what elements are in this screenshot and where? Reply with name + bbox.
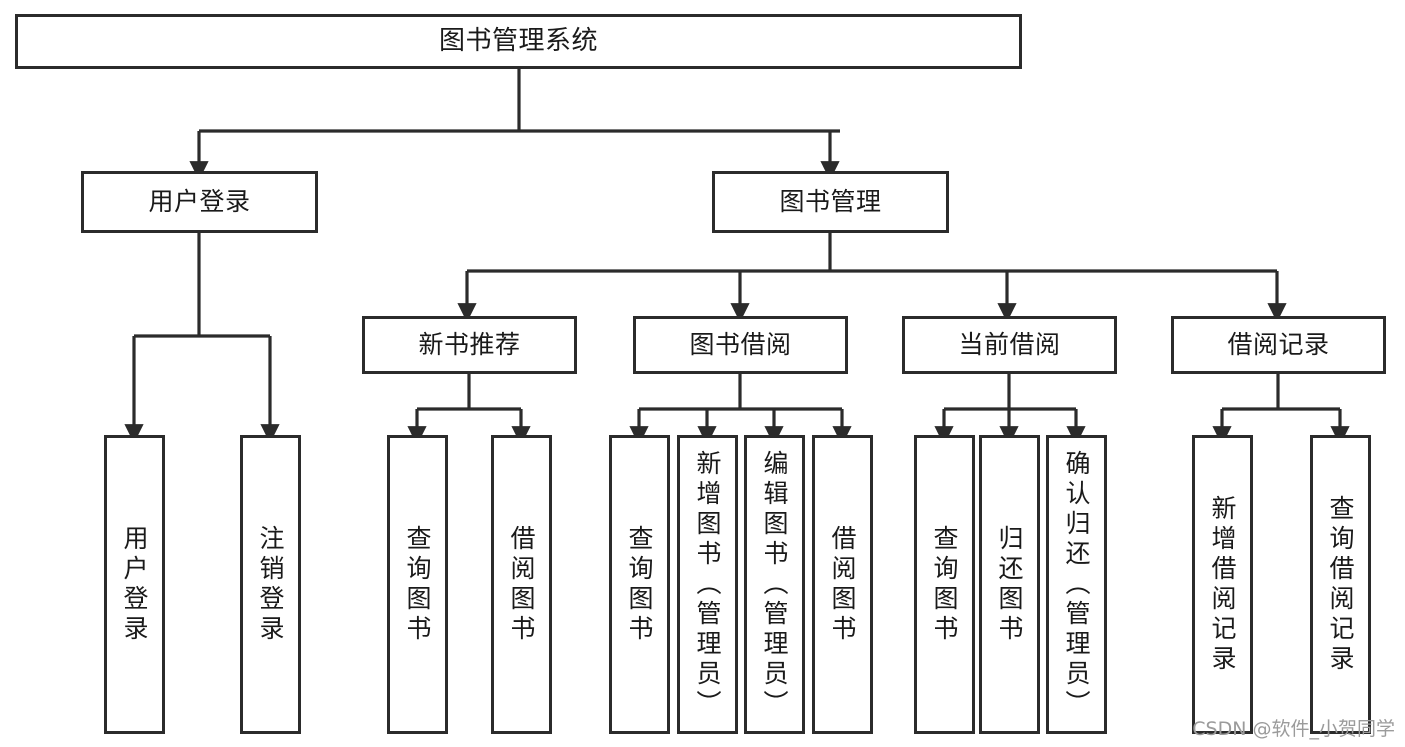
node-label: 编辑图书（管理员） bbox=[760, 449, 789, 720]
node-label: 用户登录 bbox=[148, 186, 251, 216]
node-user-login[interactable]: 用户登录 bbox=[81, 171, 318, 233]
node-label: 新增图书（管理员） bbox=[693, 449, 722, 720]
node-label: 图书管理系统 bbox=[438, 25, 598, 56]
node-label: 查询借阅记录 bbox=[1326, 494, 1355, 675]
leaf-query-book-current[interactable]: 查询图书 bbox=[914, 435, 975, 734]
node-label: 图书借阅 bbox=[689, 329, 792, 359]
leaf-borrow-book-borrow[interactable]: 借阅图书 bbox=[812, 435, 873, 734]
node-label: 查询图书 bbox=[625, 524, 654, 645]
node-book-management[interactable]: 图书管理 bbox=[712, 171, 949, 233]
node-label: 查询图书 bbox=[930, 524, 959, 645]
leaf-return-book[interactable]: 归还图书 bbox=[979, 435, 1040, 734]
leaf-query-borrow-record[interactable]: 查询借阅记录 bbox=[1310, 435, 1371, 734]
node-label: 查询图书 bbox=[403, 524, 432, 645]
leaf-user-login[interactable]: 用户登录 bbox=[104, 435, 165, 734]
leaf-borrow-book-new-recommend[interactable]: 借阅图书 bbox=[491, 435, 552, 734]
node-label: 借阅图书 bbox=[828, 524, 857, 645]
node-book-management-system[interactable]: 图书管理系统 bbox=[15, 14, 1022, 69]
node-label: 用户登录 bbox=[120, 524, 149, 645]
node-new-book-recommend[interactable]: 新书推荐 bbox=[362, 316, 577, 374]
node-label: 新增借阅记录 bbox=[1208, 494, 1237, 675]
leaf-edit-book-admin[interactable]: 编辑图书（管理员） bbox=[744, 435, 805, 734]
node-label: 确认归还（管理员） bbox=[1062, 449, 1091, 720]
node-label: 图书管理 bbox=[779, 186, 882, 216]
leaf-query-book-new-recommend[interactable]: 查询图书 bbox=[387, 435, 448, 734]
leaf-logout-login[interactable]: 注销登录 bbox=[240, 435, 301, 734]
node-label: 归还图书 bbox=[995, 524, 1024, 645]
node-borrow-record[interactable]: 借阅记录 bbox=[1171, 316, 1386, 374]
node-label: 注销登录 bbox=[256, 524, 285, 645]
leaf-add-book-admin[interactable]: 新增图书（管理员） bbox=[677, 435, 738, 734]
node-label: 借阅图书 bbox=[507, 524, 536, 645]
node-current-borrow[interactable]: 当前借阅 bbox=[902, 316, 1117, 374]
node-label: 当前借阅 bbox=[958, 329, 1061, 359]
leaf-query-book-borrow[interactable]: 查询图书 bbox=[609, 435, 670, 734]
leaf-confirm-return-admin[interactable]: 确认归还（管理员） bbox=[1046, 435, 1107, 734]
node-label: 借阅记录 bbox=[1227, 329, 1330, 359]
leaf-add-borrow-record[interactable]: 新增借阅记录 bbox=[1192, 435, 1253, 734]
node-book-borrow[interactable]: 图书借阅 bbox=[633, 316, 848, 374]
node-label: 新书推荐 bbox=[418, 329, 521, 359]
